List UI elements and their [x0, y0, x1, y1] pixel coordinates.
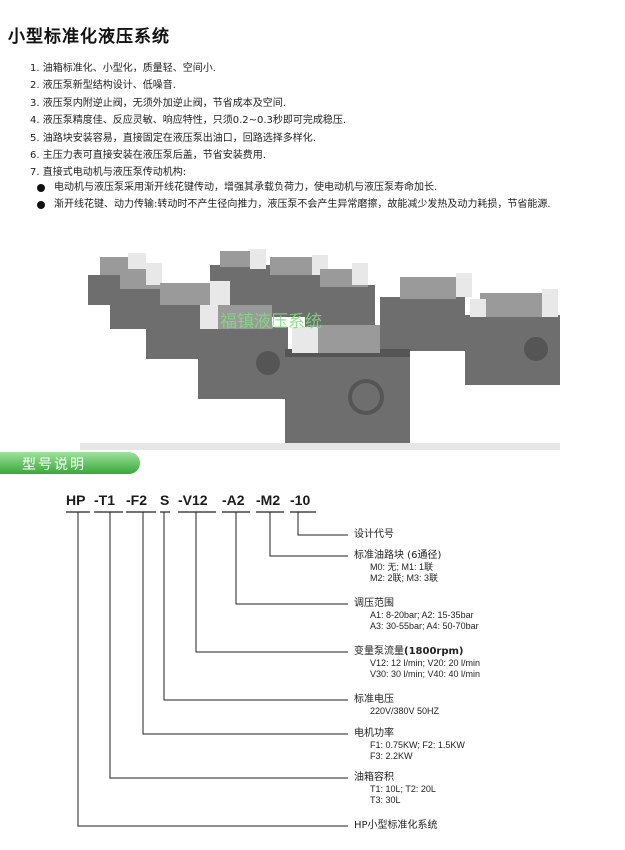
desc-option: M2: 2联; M3: 3联: [370, 573, 439, 583]
bullet-item: 电动机与液压泵采用渐开线花键传动，增强其承载负荷力，使电动机与液压泵寿命加长.: [37, 180, 584, 197]
desc-option: T1: 10L; T2: 20L: [370, 784, 436, 794]
feature-item: 5. 油路块安装容易，直接固定在液压泵出油口，回路选择多样化.: [30, 132, 316, 144]
feature-item: 2. 液压泵新型结构设计、低噪音.: [30, 80, 176, 92]
desc-pump-flow: 变量泵流量(1800rpm) V12: 12 l/min; V20: 20 l/…: [354, 645, 480, 680]
leader-line: [142, 512, 348, 735]
code-part-pressure: -A2: [222, 492, 245, 508]
watermark-text: 福镇液压系统: [220, 312, 322, 332]
desc-option: 220V/380V 50HZ: [370, 706, 440, 716]
desc-label: 电机功率: [354, 728, 394, 739]
bullet-item: 渐开线花键、动力传输:转动时不产生径向推力，液压泵不会产生异常磨擦，故能减少发热…: [37, 197, 584, 214]
desc-motor-power: 电机功率 F1: 0.75KW; F2: 1.5KW F3: 2.2KW: [354, 727, 465, 762]
desc-label: 设计代号: [354, 529, 394, 540]
product-photo: 福镇液压系统: [80, 249, 560, 450]
hydraulic-unit-front-1: [198, 305, 288, 399]
desc-series: HP小型标准化系统: [354, 819, 438, 832]
hydraulic-unit-mid-2: [380, 273, 472, 351]
feature-item: 7. 直接式电动机与液压泵传动机构:: [30, 167, 187, 179]
desc-tank-volume: 油箱容积 T1: 10L; T2: 20L T3: 30L: [354, 771, 436, 806]
desc-label: 变量泵流量(1800rpm): [354, 645, 480, 658]
leader-line: [109, 512, 348, 779]
leader-line: [77, 512, 348, 827]
bullet-dot-icon: [37, 184, 45, 192]
desc-option: F1: 0.75KW; F2: 1.5KW: [370, 740, 465, 750]
desc-option: T3: 30L: [370, 795, 401, 805]
code-part-block: -M2: [256, 492, 281, 508]
hydraulic-unit-right: [465, 289, 560, 385]
section-header-model: 型号说明: [0, 452, 140, 474]
bullet-list: 电动机与液压泵采用渐开线花键传动，增强其承载负荷力，使电动机与液压泵寿命加长. …: [37, 180, 584, 213]
desc-label: 调压范围: [354, 598, 394, 609]
desc-label: 油箱容积: [354, 772, 394, 783]
hydraulic-unit-front-main: [285, 325, 410, 445]
code-part-voltage: S: [160, 492, 170, 508]
desc-label-main: 变量泵流量: [354, 646, 404, 657]
section-title: 型号说明: [22, 457, 86, 473]
page-title: 小型标准化液压系统: [8, 27, 170, 47]
leader-line: [195, 512, 348, 653]
desc-label: 标准油路块 (6通径): [354, 550, 442, 561]
desc-label-rpm: (1800rpm): [404, 646, 464, 657]
desc-valve-block: 标准油路块 (6通径) M0: 无; M1: 1联 M2: 2联; M3: 3联: [354, 549, 441, 584]
desc-option: F3: 2.2KW: [370, 751, 413, 761]
bullet-text: 电动机与液压泵采用渐开线花键传动，增强其承载负荷力，使电动机与液压泵寿命加长.: [54, 182, 438, 193]
bullet-text: 渐开线花键、动力传输:转动时不产生径向推力，液压泵不会产生异常磨擦，故能减少发热…: [54, 198, 551, 210]
desc-label: HP小型标准化系统: [354, 820, 438, 831]
feature-item: 3. 液压泵内附逆止阀，无须外加逆止阀，节省成本及空间.: [30, 97, 286, 109]
leader-line: [235, 512, 348, 605]
code-part-tank: -T1: [94, 492, 115, 508]
code-part-series: HP: [66, 492, 86, 508]
desc-option: V30: 30 l/min; V40: 40 l/min: [370, 669, 481, 679]
desc-pressure-range: 调压范围 A1: 8-20bar; A2: 15-35bar A3: 30-55…: [354, 597, 479, 632]
leader-line: [163, 512, 348, 701]
desc-voltage: 标准电压 220V/380V 50HZ: [354, 693, 439, 717]
desc-option: A1: 8-20bar; A2: 15-35bar: [370, 610, 474, 620]
desc-label: 标准电压: [354, 694, 394, 705]
code-part-motor: -F2: [126, 492, 147, 508]
code-part-design: -10: [290, 492, 311, 508]
bullet-dot-icon: [37, 200, 45, 209]
desc-option: V12: 12 l/min; V20: 20 l/min: [370, 658, 481, 668]
feature-item: 6. 主压力表可直接安装在液压泵后盖，节省安装费用.: [30, 150, 266, 162]
code-part-pump: -V12: [178, 492, 208, 508]
feature-item: 1. 油箱标准化、小型化，质量轻、空间小.: [30, 63, 216, 74]
desc-option: M0: 无; M1: 1联: [370, 562, 434, 572]
feature-item: 4. 液压泵精度佳、反应灵敏、响应特性，只须0.2~0.3秒即可完成稳压.: [30, 115, 347, 127]
leader-line: [297, 512, 348, 536]
hydraulic-unit-back-2: [110, 263, 162, 329]
leader-line: [269, 512, 348, 557]
desc-design-code: 设计代号: [354, 528, 394, 541]
feature-list: 1. 油箱标准化、小型化，质量轻、空间小. 2. 液压泵新型结构设计、低噪音. …: [30, 60, 346, 182]
desc-option: A3: 30-55bar; A4: 50-70bar: [370, 621, 479, 631]
